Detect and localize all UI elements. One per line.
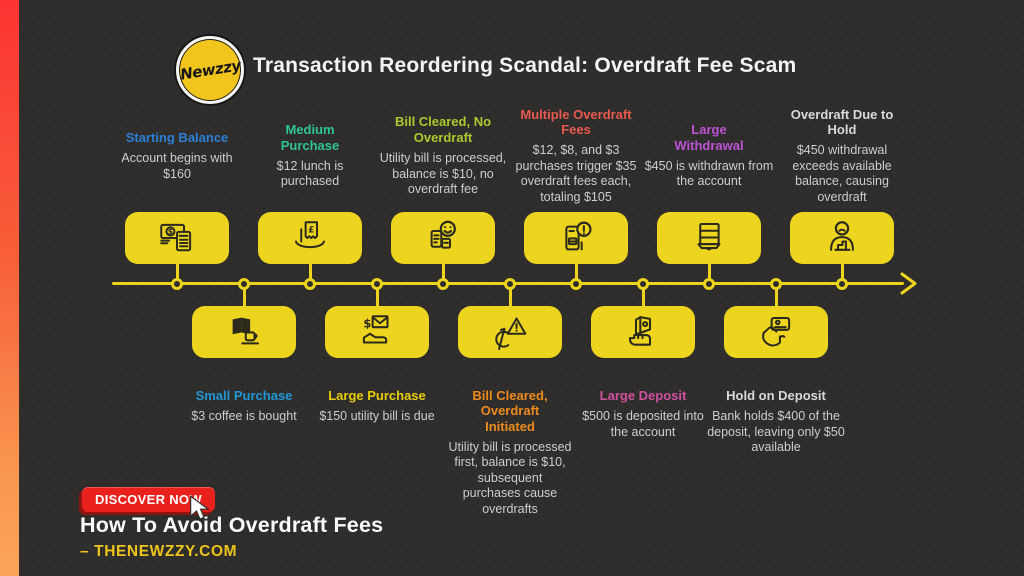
- connector: [375, 284, 379, 307]
- timeline-icon-box: [790, 212, 894, 264]
- timeline-icon-box: [591, 306, 695, 358]
- left-gradient-strip: [0, 0, 19, 576]
- mouse-cursor-icon: [190, 495, 210, 520]
- item-body: Utility bill is processed first, balance…: [448, 439, 572, 516]
- connector: [308, 262, 312, 283]
- timeline-item-text-top-3: Bill Cleared, No Overdraft Utility bill …: [368, 104, 518, 208]
- item-body: Utility bill is processed, balance is $1…: [379, 151, 507, 197]
- timeline-node: [637, 277, 649, 290]
- document-alert-icon: [565, 221, 592, 251]
- timeline-arrowhead-icon: [900, 272, 917, 295]
- connector: [641, 284, 645, 307]
- connector: [774, 284, 778, 307]
- timeline-node: [437, 277, 449, 290]
- timeline-item-text-top-4: Multiple Overdraft Fees $12, $8, and $3 …: [501, 104, 651, 208]
- timeline-node: [703, 277, 715, 290]
- connector: [508, 284, 512, 307]
- book-coffee-icon: [232, 317, 260, 345]
- timeline-item-text-bottom-3: Bill Cleared, Overdraft Initiated Utilit…: [435, 388, 585, 517]
- newzzy-logo: Newzzy: [176, 36, 244, 104]
- timeline-icon-box: [657, 212, 761, 264]
- timeline-item-text-top-1: Starting Balance Account begins with $16…: [102, 104, 252, 208]
- timeline-node: [304, 277, 316, 290]
- timeline-node: [504, 277, 516, 290]
- timeline-icon-box: [724, 306, 828, 358]
- svg-text:$: $: [363, 317, 371, 331]
- item-heading: Bill Cleared, Overdraft Initiated: [472, 388, 548, 434]
- timeline-node: [238, 277, 250, 290]
- item-heading: Large Purchase: [328, 388, 426, 403]
- timeline-icon-box: [458, 306, 562, 358]
- worried-person-icon: [830, 221, 854, 251]
- timeline-node: [836, 277, 848, 290]
- item-body: $500 is deposited into the account: [582, 409, 704, 439]
- item-body: $150 utility bill is due: [319, 409, 435, 424]
- timeline-item-text-bottom-1: Small Purchase $3 coffee is bought: [169, 388, 319, 425]
- svg-text:$: $: [168, 227, 173, 236]
- item-heading: Bill Cleared, No Overdraft: [394, 114, 492, 145]
- svg-text:£: £: [308, 225, 314, 235]
- timeline-icon-box: $: [125, 212, 229, 264]
- timeline-node: [171, 277, 183, 290]
- item-heading: Hold on Deposit: [726, 388, 826, 403]
- item-heading: Multiple Overdraft Fees: [520, 106, 632, 137]
- item-body: Bank holds $400 of the deposit, leaving …: [707, 409, 845, 455]
- timeline-item-text-top-5: Large Withdrawal $450 is withdrawn from …: [634, 104, 784, 208]
- currency-warning-icon: [495, 317, 527, 351]
- item-heading: Medium Purchase: [280, 122, 340, 153]
- connector: [840, 262, 844, 283]
- item-body: $3 coffee is bought: [191, 409, 297, 424]
- page-title: Transaction Reordering Scandal: Overdraf…: [253, 54, 797, 77]
- connector: [242, 284, 246, 307]
- timeline-icon-box: £: [258, 212, 362, 264]
- footer-headline: How To Avoid Overdraft Fees: [80, 513, 384, 537]
- envelope-dollar-icon: $: [362, 315, 389, 344]
- cash-drawer-icon: [697, 222, 721, 251]
- item-body: $12, $8, and $3 purchases trigger $35 ov…: [515, 143, 637, 204]
- hand-card-icon: [762, 316, 791, 347]
- connector: [441, 262, 445, 283]
- receipt-pound-hand-icon: £: [294, 221, 326, 249]
- item-body: $450 is withdrawn from the account: [644, 158, 774, 189]
- logo-text: Newzzy: [178, 56, 242, 84]
- timeline-icon-box: [192, 306, 296, 358]
- timeline-icon-box: [391, 212, 495, 264]
- connector: [175, 262, 179, 283]
- hand-cash-icon: [628, 316, 652, 346]
- timeline-item-text-bottom-2: Large Purchase $150 utility bill is due: [302, 388, 452, 425]
- site-link[interactable]: – THENEWZZY.COM: [80, 543, 238, 560]
- timeline-item-text-top-2: Medium Purchase $12 lunch is purchased: [235, 104, 385, 208]
- timeline-node: [371, 277, 383, 290]
- item-heading: Small Purchase: [195, 388, 293, 403]
- item-body: $450 withdrawal exceeds available balanc…: [792, 143, 892, 204]
- timeline-icon-box: [524, 212, 628, 264]
- connector: [707, 262, 711, 283]
- cash-calculator-icon: $: [160, 223, 192, 252]
- item-body: Account begins with $160: [121, 151, 233, 181]
- item-body: $12 lunch is purchased: [276, 158, 344, 189]
- item-heading: Large Withdrawal: [674, 122, 744, 153]
- item-heading: Large Deposit: [599, 388, 687, 403]
- timeline-node: [770, 277, 782, 290]
- receipt-smiley-icon: [430, 220, 456, 249]
- timeline-item-text-bottom-5: Hold on Deposit Bank holds $400 of the d…: [701, 388, 851, 456]
- item-heading: Starting Balance: [125, 129, 229, 145]
- connector: [574, 262, 578, 283]
- timeline-node: [570, 277, 582, 290]
- item-heading: Overdraft Due to Hold: [790, 106, 894, 137]
- timeline-item-text-top-6: Overdraft Due to Hold $450 withdrawal ex…: [767, 104, 917, 208]
- timeline-icon-box: $: [325, 306, 429, 358]
- timeline-item-text-bottom-4: Large Deposit $500 is deposited into the…: [568, 388, 718, 440]
